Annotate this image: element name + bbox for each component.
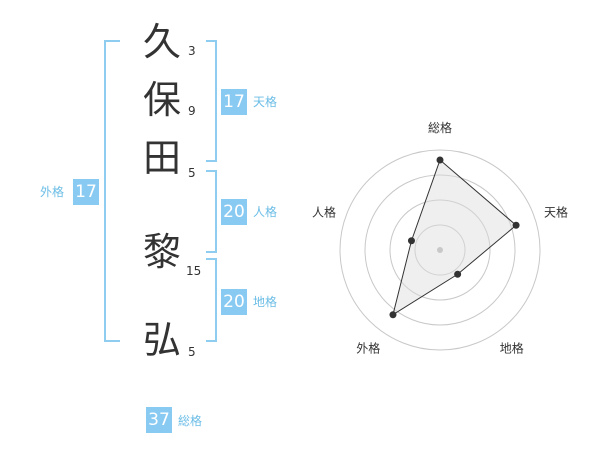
radar-axis-label-2: 天格 xyxy=(544,204,568,219)
stroke-count-5: 5 xyxy=(188,345,196,359)
stroke-count-1: 3 xyxy=(188,44,196,58)
radar-axis-label-5: 人格 xyxy=(312,204,336,219)
radar-area xyxy=(392,159,517,316)
radar-ring-1 xyxy=(414,224,466,276)
name-char-5: 弘 xyxy=(142,318,181,362)
jinkaku-bracket xyxy=(206,170,217,253)
radar-point-5 xyxy=(407,237,415,245)
tenkaku-label: 天格 xyxy=(253,95,278,109)
radar-point-3 xyxy=(454,270,462,278)
tenkaku-badge: 17 xyxy=(221,89,247,115)
radar-point-1 xyxy=(436,156,444,164)
chikaku-badge: 20 xyxy=(221,289,247,315)
stroke-count-3: 5 xyxy=(188,166,196,180)
radar-point-2 xyxy=(512,221,520,229)
radar-axis-label-1: 総格 xyxy=(428,120,452,135)
tenkaku-bracket xyxy=(206,40,217,162)
radar-ring-2 xyxy=(389,199,491,301)
name-char-4: 黎 xyxy=(142,230,181,274)
stroke-count-2: 9 xyxy=(188,104,196,118)
stroke-count-4: 15 xyxy=(186,264,202,278)
jinkaku-badge: 20 xyxy=(221,199,247,225)
soukaku-label: 総格 xyxy=(178,414,203,428)
radar-axis-label-4: 外格 xyxy=(356,341,380,356)
name-char-2: 保 xyxy=(142,78,181,122)
name-char-1: 久 xyxy=(142,20,181,64)
radar-ring-3 xyxy=(364,174,516,326)
radar-center-dot xyxy=(437,247,443,253)
radar-ring-4 xyxy=(339,149,541,351)
jinkaku-label: 人格 xyxy=(253,205,278,219)
name-char-3: 田 xyxy=(142,136,181,180)
gaikaku-label: 外格 xyxy=(40,185,65,199)
radar-point-4 xyxy=(389,311,397,319)
chikaku-bracket xyxy=(206,258,217,342)
chikaku-label: 地格 xyxy=(253,295,278,309)
gaikaku-bracket xyxy=(104,40,120,342)
soukaku-badge: 37 xyxy=(146,407,172,433)
radar-axis-label-3: 地格 xyxy=(500,341,524,356)
gaikaku-badge: 17 xyxy=(73,179,99,205)
